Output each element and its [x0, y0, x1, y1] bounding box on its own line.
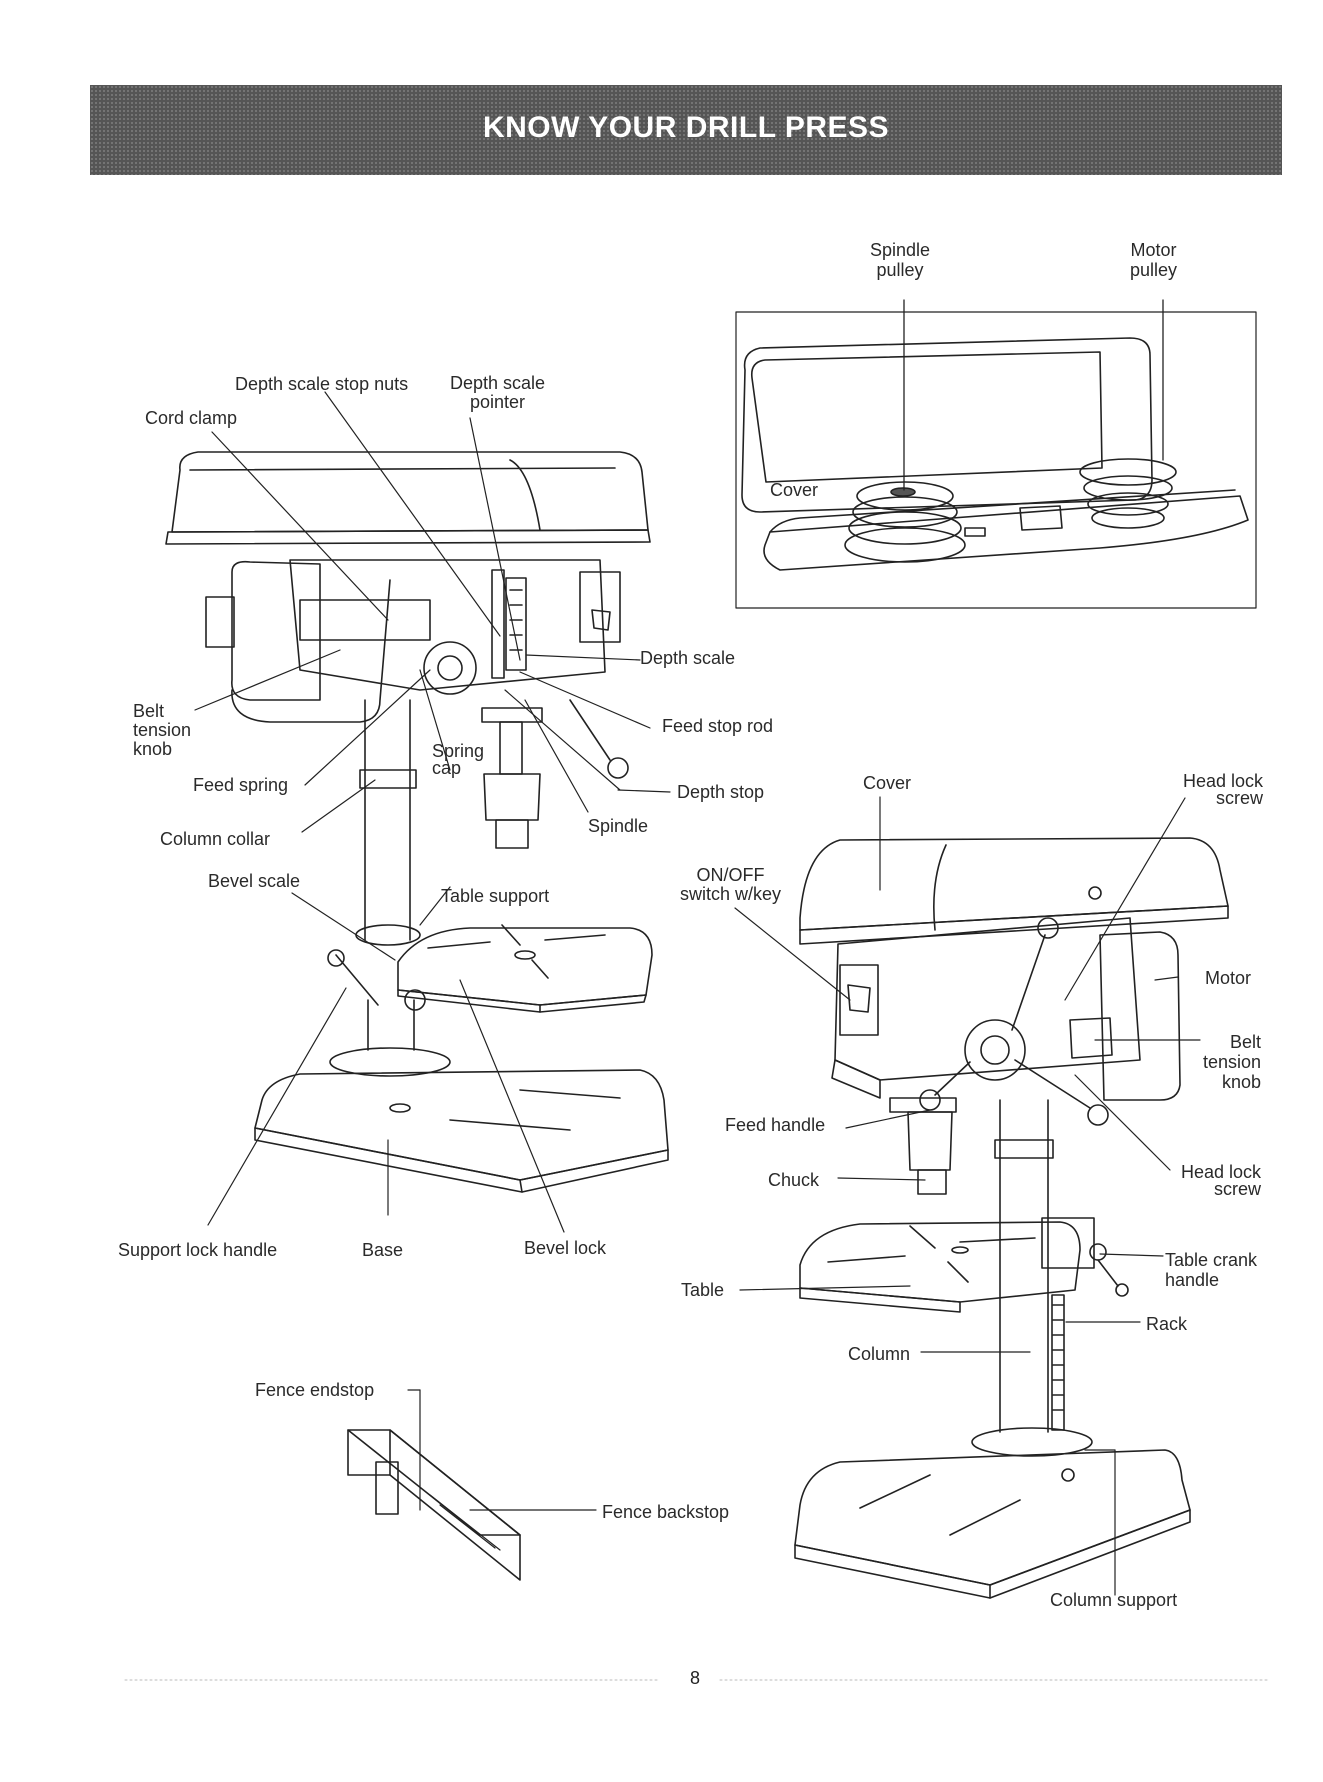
label-on-off-switch: ON/OFF switch w/key [680, 865, 782, 904]
section-title: KNOW YOUR DRILL PRESS [482, 111, 890, 144]
left-leader-lines [194, 391, 671, 1233]
label-column-support: Column support [1050, 1590, 1178, 1610]
label-head-lock-screw-bottom: Head lock screw [1180, 1162, 1261, 1199]
label-column: Column [848, 1344, 911, 1364]
drill-press-front-view [165, 451, 669, 1193]
label-cover-right: Cover [863, 773, 912, 793]
label-feed-spring: Feed spring [193, 775, 289, 795]
label-chuck: Chuck [768, 1170, 820, 1190]
label-fence-endstop: Fence endstop [255, 1380, 375, 1400]
label-depth-scale-stop-nuts: Depth scale stop nuts [235, 374, 409, 394]
label-head-lock-screw-top: Head lock screw [1182, 771, 1263, 808]
label-feed-stop-rod: Feed stop rod [662, 716, 774, 736]
label-cover-top: Cover [770, 480, 819, 500]
fence-illustration [347, 1389, 597, 1581]
label-table-crank-handle: Table crank handle [1165, 1250, 1258, 1290]
page-number: 8 [690, 1668, 701, 1688]
label-cord-clamp: Cord clamp [145, 408, 238, 428]
label-depth-stop: Depth stop [677, 782, 765, 802]
label-motor-pulley: Motor pulley [1130, 240, 1178, 280]
label-feed-handle: Feed handle [725, 1115, 826, 1135]
label-base: Base [362, 1240, 404, 1260]
label-depth-scale: Depth scale [640, 648, 736, 668]
label-rack: Rack [1146, 1314, 1188, 1334]
label-spring-cap: Spring cap [432, 741, 485, 778]
label-depth-scale-pointer: Depth scale pointer [450, 373, 546, 412]
label-fence-backstop: Fence backstop [602, 1502, 730, 1522]
right-leader-lines [734, 796, 1201, 1596]
label-belt-tension-knob-right: Belt tension knob [1202, 1032, 1261, 1092]
drill-press-side-view [794, 837, 1229, 1599]
section-banner: KNOW YOUR DRILL PRESS [90, 85, 1282, 175]
label-bevel-lock: Bevel lock [524, 1238, 607, 1258]
pulley-inset-illustration [735, 299, 1257, 609]
label-table: Table [681, 1280, 725, 1300]
label-motor: Motor [1205, 968, 1252, 988]
label-column-collar: Column collar [160, 829, 271, 849]
label-table-support: Table support [441, 886, 550, 906]
label-spindle-pulley: Spindle pulley [870, 240, 931, 280]
label-belt-tension-knob-left: Belt tension knob [133, 701, 192, 759]
label-bevel-scale: Bevel scale [208, 871, 301, 891]
label-support-lock-handle: Support lock handle [118, 1240, 278, 1260]
label-spindle: Spindle [588, 816, 649, 836]
